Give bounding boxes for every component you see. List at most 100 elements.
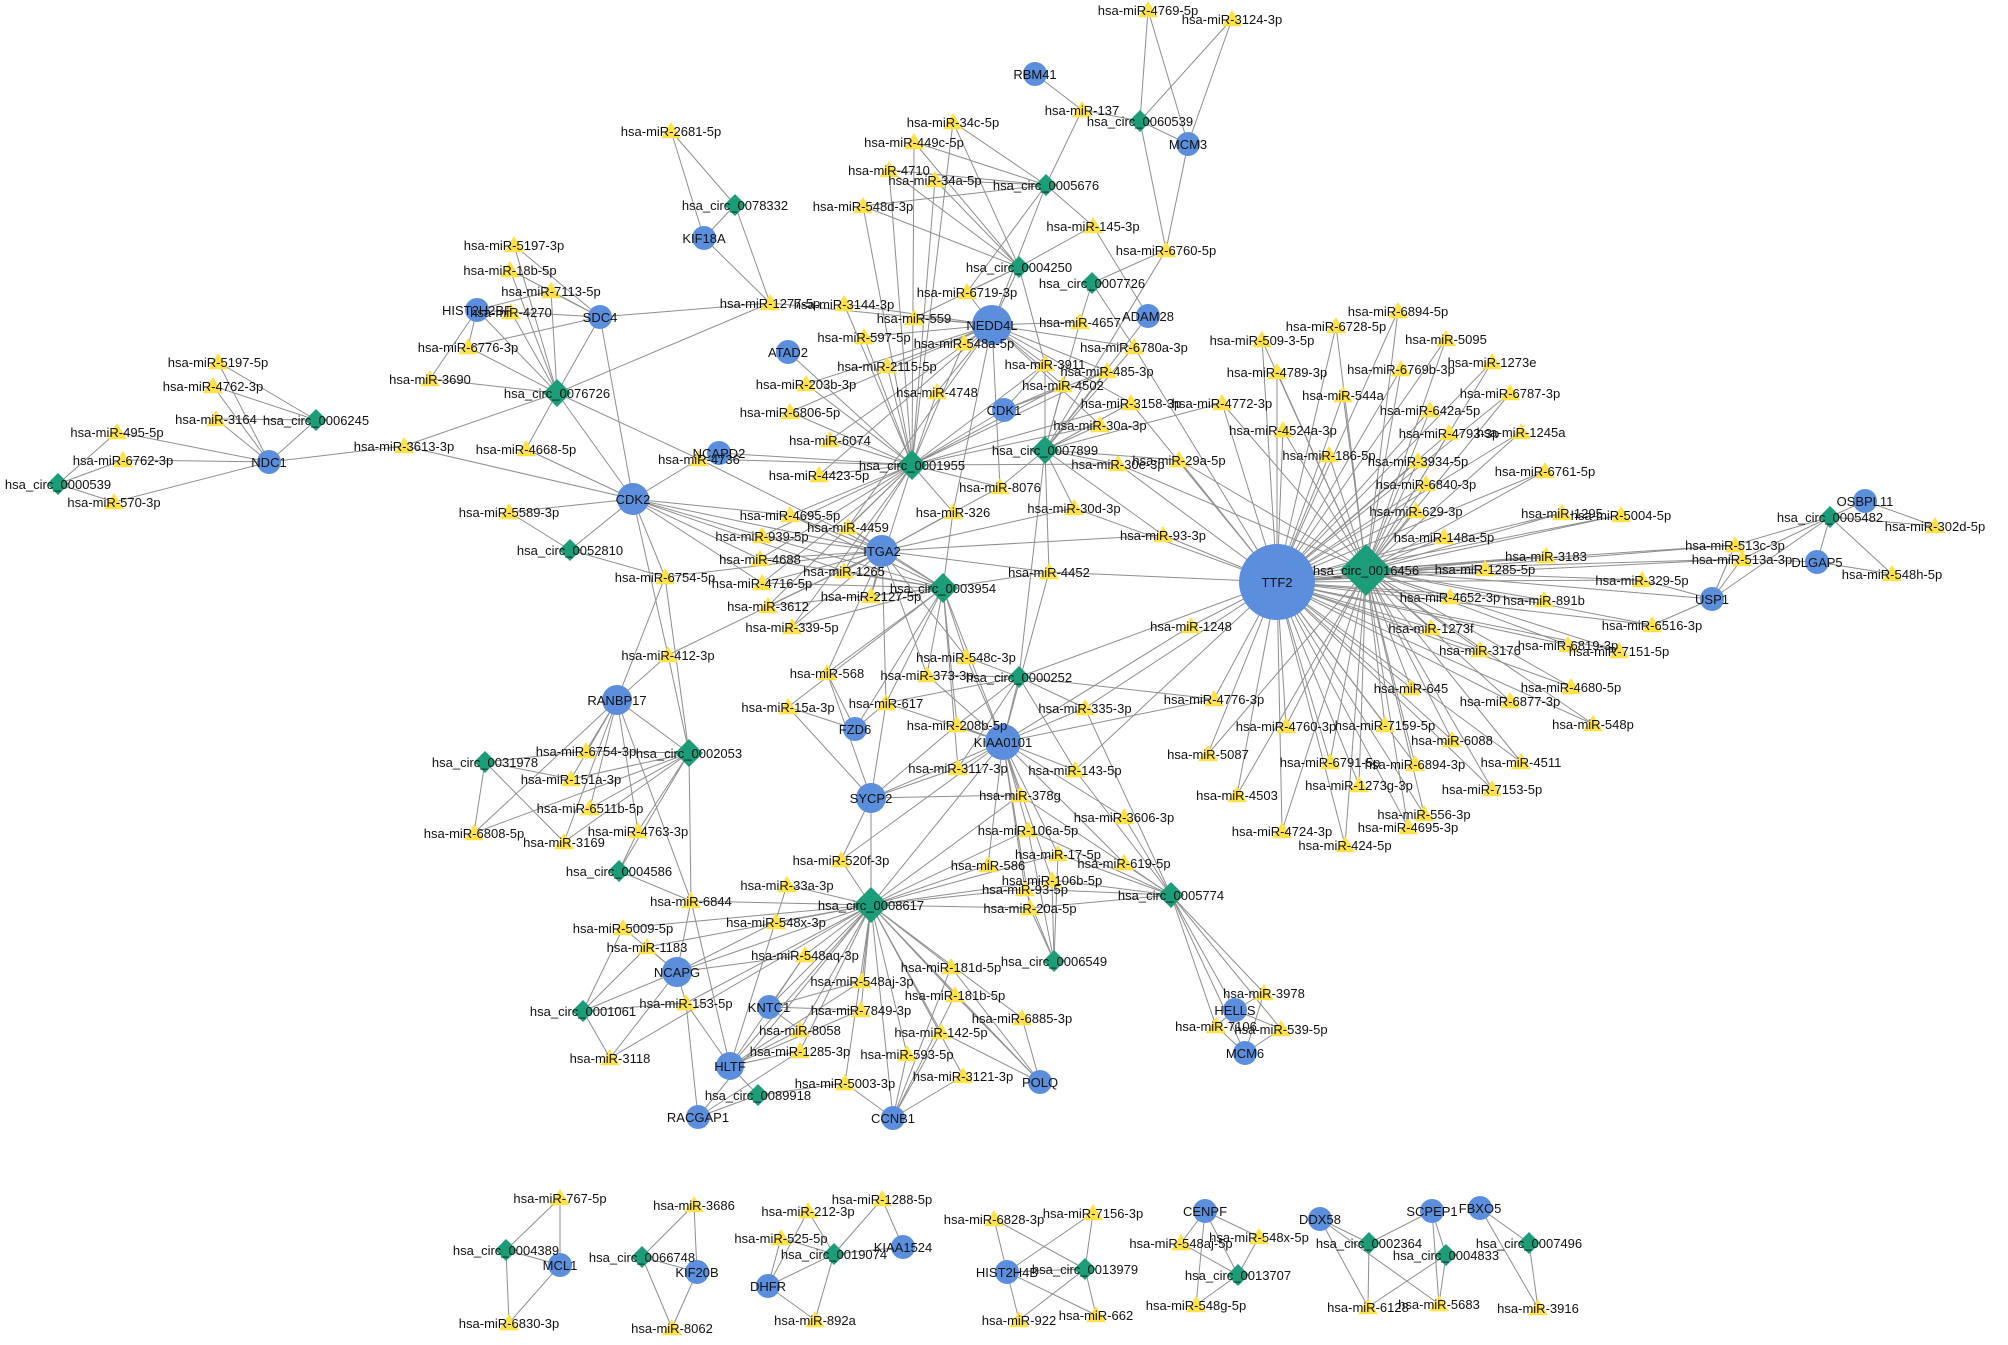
mirna-node-hsa-mir-3169[interactable] bbox=[554, 833, 574, 850]
gene-node-hells[interactable] bbox=[1223, 998, 1247, 1022]
mirna-node-hsa-mir-186-5p[interactable] bbox=[1319, 446, 1339, 463]
gene-node-dhfr[interactable] bbox=[756, 1274, 780, 1298]
mirna-node-hsa-mir-6885-3p[interactable] bbox=[1012, 1009, 1032, 1026]
mirna-node-hsa-mir-4270[interactable] bbox=[501, 303, 521, 320]
circrna-node-hsa-circ-0005482[interactable] bbox=[1819, 506, 1841, 528]
gene-node-ncapd2[interactable] bbox=[707, 441, 731, 465]
mirna-node-hsa-mir-30a-3p[interactable] bbox=[1090, 416, 1110, 433]
circrna-node-hsa-circ-0019074[interactable] bbox=[823, 1243, 845, 1265]
mirna-node-hsa-mir-412-3p[interactable] bbox=[658, 646, 678, 663]
mirna-node-hsa-mir-6128[interactable] bbox=[1358, 1298, 1378, 1315]
circrna-node-hsa-circ-0004833[interactable] bbox=[1435, 1244, 1457, 1266]
mirna-node-hsa-mir-5003-3p[interactable] bbox=[835, 1074, 855, 1091]
mirna-node-hsa-mir-181b-5p[interactable] bbox=[945, 986, 965, 1003]
mirna-node-hsa-mir-525-5p[interactable] bbox=[771, 1229, 791, 1246]
mirna-node-hsa-mir-106b-5p[interactable] bbox=[1042, 871, 1062, 888]
mirna-node-hsa-mir-520f-3p[interactable] bbox=[831, 851, 851, 868]
gene-node-ccnb1[interactable] bbox=[881, 1106, 905, 1130]
mirna-node-hsa-mir-629-3p[interactable] bbox=[1406, 502, 1426, 519]
mirna-node-hsa-mir-3176[interactable] bbox=[1470, 641, 1490, 658]
mirna-node-hsa-mir-570-3p[interactable] bbox=[104, 493, 124, 510]
mirna-node-hsa-mir-8076[interactable] bbox=[990, 478, 1010, 495]
mirna-node-hsa-mir-15a-3p[interactable] bbox=[778, 698, 798, 715]
circrna-node-hsa-circ-0052810[interactable] bbox=[559, 539, 581, 561]
mirna-node-hsa-mir-6828-3p[interactable] bbox=[984, 1210, 1004, 1227]
mirna-node-hsa-mir-6776-3p[interactable] bbox=[458, 338, 478, 355]
mirna-node-hsa-mir-548x-5p[interactable] bbox=[1249, 1228, 1269, 1245]
circrna-node-hsa-circ-0001955[interactable] bbox=[897, 450, 927, 480]
mirna-node-hsa-mir-6780a-3p[interactable] bbox=[1124, 338, 1144, 355]
mirna-node-hsa-mir-449c-5p[interactable] bbox=[904, 133, 924, 150]
mirna-node-hsa-mir-939-5p[interactable] bbox=[752, 527, 772, 544]
mirna-node-hsa-mir-548h-5p[interactable] bbox=[1882, 565, 1902, 582]
mirna-node-hsa-mir-548p[interactable] bbox=[1583, 715, 1603, 732]
mirna-node-hsa-mir-4772-3p[interactable] bbox=[1212, 394, 1232, 411]
mirna-node-hsa-mir-142-5p[interactable] bbox=[931, 1023, 951, 1040]
circrna-node-hsa-circ-0006245[interactable] bbox=[305, 409, 327, 431]
gene-node-usp1[interactable] bbox=[1700, 587, 1724, 611]
mirna-node-hsa-mir-6760-5p[interactable] bbox=[1156, 241, 1176, 258]
mirna-node-hsa-mir-4452[interactable] bbox=[1039, 563, 1059, 580]
gene-node-ranbp17[interactable] bbox=[602, 685, 632, 715]
mirna-node-hsa-mir-208b-5p[interactable] bbox=[947, 716, 967, 733]
mirna-node-hsa-mir-3978[interactable] bbox=[1254, 984, 1274, 1001]
mirna-node-hsa-mir-6769b-3p[interactable] bbox=[1391, 360, 1411, 377]
mirna-node-hsa-mir-3911[interactable] bbox=[1035, 355, 1055, 372]
circrna-node-hsa-circ-0005774[interactable] bbox=[1158, 882, 1184, 908]
mirna-node-hsa-mir-3606-3p[interactable] bbox=[1114, 808, 1134, 825]
mirna-node-hsa-mir-4459[interactable] bbox=[838, 518, 858, 535]
gene-node-ncapg[interactable] bbox=[662, 957, 692, 987]
gene-node-itga2[interactable] bbox=[866, 535, 898, 567]
mirna-node-hsa-mir-329-5p[interactable] bbox=[1632, 571, 1652, 588]
mirna-node-hsa-mir-3117-3p[interactable] bbox=[948, 759, 968, 776]
mirna-node-hsa-mir-4793-3p[interactable] bbox=[1439, 424, 1459, 441]
mirna-node-hsa-mir-3183[interactable] bbox=[1536, 547, 1556, 564]
mirna-node-hsa-mir-33a-3p[interactable] bbox=[777, 876, 797, 893]
mirna-node-hsa-mir-5197-3p[interactable] bbox=[504, 236, 524, 253]
mirna-node-hsa-mir-6808-5p[interactable] bbox=[464, 824, 484, 841]
gene-node-dlgap5[interactable] bbox=[1805, 550, 1829, 574]
mirna-node-hsa-mir-4688[interactable] bbox=[750, 550, 770, 567]
mirna-node-hsa-mir-151a-3p[interactable] bbox=[561, 770, 581, 787]
mirna-node-hsa-mir-7106[interactable] bbox=[1206, 1017, 1226, 1034]
mirna-node-hsa-mir-20a-5p[interactable] bbox=[1020, 899, 1040, 916]
mirna-node-hsa-mir-4502[interactable] bbox=[1053, 376, 1073, 393]
mirna-node-hsa-mir-424-5p[interactable] bbox=[1335, 836, 1355, 853]
mirna-node-hsa-mir-3690[interactable] bbox=[420, 370, 440, 387]
mirna-node-hsa-mir-5095[interactable] bbox=[1436, 330, 1456, 347]
mirna-node-hsa-mir-3612[interactable] bbox=[758, 597, 778, 614]
gene-node-cdk1[interactable] bbox=[992, 398, 1016, 422]
mirna-node-hsa-mir-4748[interactable] bbox=[927, 383, 947, 400]
gene-node-cenpf[interactable] bbox=[1193, 1199, 1217, 1223]
circrna-node-hsa-circ-0089918[interactable] bbox=[747, 1084, 769, 1106]
gene-node-scpep1[interactable] bbox=[1420, 1199, 1444, 1223]
circrna-node-hsa-circ-0003954[interactable] bbox=[928, 573, 958, 603]
mirna-node-hsa-mir-3121-3p[interactable] bbox=[953, 1067, 973, 1084]
mirna-node-hsa-mir-4524a-3p[interactable] bbox=[1273, 421, 1293, 438]
mirna-node-hsa-mir-1288-5p[interactable] bbox=[872, 1190, 892, 1207]
gene-node-osbpl11[interactable] bbox=[1853, 489, 1877, 513]
gene-node-ndc1[interactable] bbox=[257, 450, 281, 474]
mirna-node-hsa-mir-6762-3p[interactable] bbox=[113, 451, 133, 468]
gene-node-ddx58[interactable] bbox=[1308, 1207, 1332, 1231]
mirna-node-hsa-mir-6840-3p[interactable] bbox=[1416, 475, 1436, 492]
mirna-node-hsa-mir-586[interactable] bbox=[978, 856, 998, 873]
mirna-node-hsa-mir-7113-5p[interactable] bbox=[541, 282, 561, 299]
mirna-node-hsa-mir-485-3p[interactable] bbox=[1097, 362, 1117, 379]
mirna-node-hsa-mir-3916[interactable] bbox=[1528, 1299, 1548, 1316]
gene-node-sycp2[interactable] bbox=[856, 783, 886, 813]
mirna-node-hsa-mir-93-3p[interactable] bbox=[1153, 526, 1173, 543]
gene-node-hltf[interactable] bbox=[716, 1052, 744, 1080]
mirna-node-hsa-mir-2127-5p[interactable] bbox=[861, 587, 881, 604]
mirna-node-hsa-mir-3613-3p[interactable] bbox=[394, 437, 414, 454]
mirna-node-hsa-mir-619-5p[interactable] bbox=[1114, 854, 1134, 871]
mirna-node-hsa-mir-556-3p[interactable] bbox=[1414, 805, 1434, 822]
circrna-node-hsa-circ-0078332[interactable] bbox=[724, 194, 746, 216]
mirna-node-hsa-mir-4695-3p[interactable] bbox=[1398, 818, 1418, 835]
circrna-node-hsa-circ-0031978[interactable] bbox=[474, 751, 496, 773]
mirna-node-hsa-mir-153-5p[interactable] bbox=[676, 994, 696, 1011]
mirna-node-hsa-mir-4763-3p[interactable] bbox=[628, 822, 648, 839]
mirna-node-hsa-mir-645[interactable] bbox=[1401, 679, 1421, 696]
mirna-node-hsa-mir-18b-5p[interactable] bbox=[500, 261, 520, 278]
mirna-node-hsa-mir-1285-3p[interactable] bbox=[790, 1042, 810, 1059]
